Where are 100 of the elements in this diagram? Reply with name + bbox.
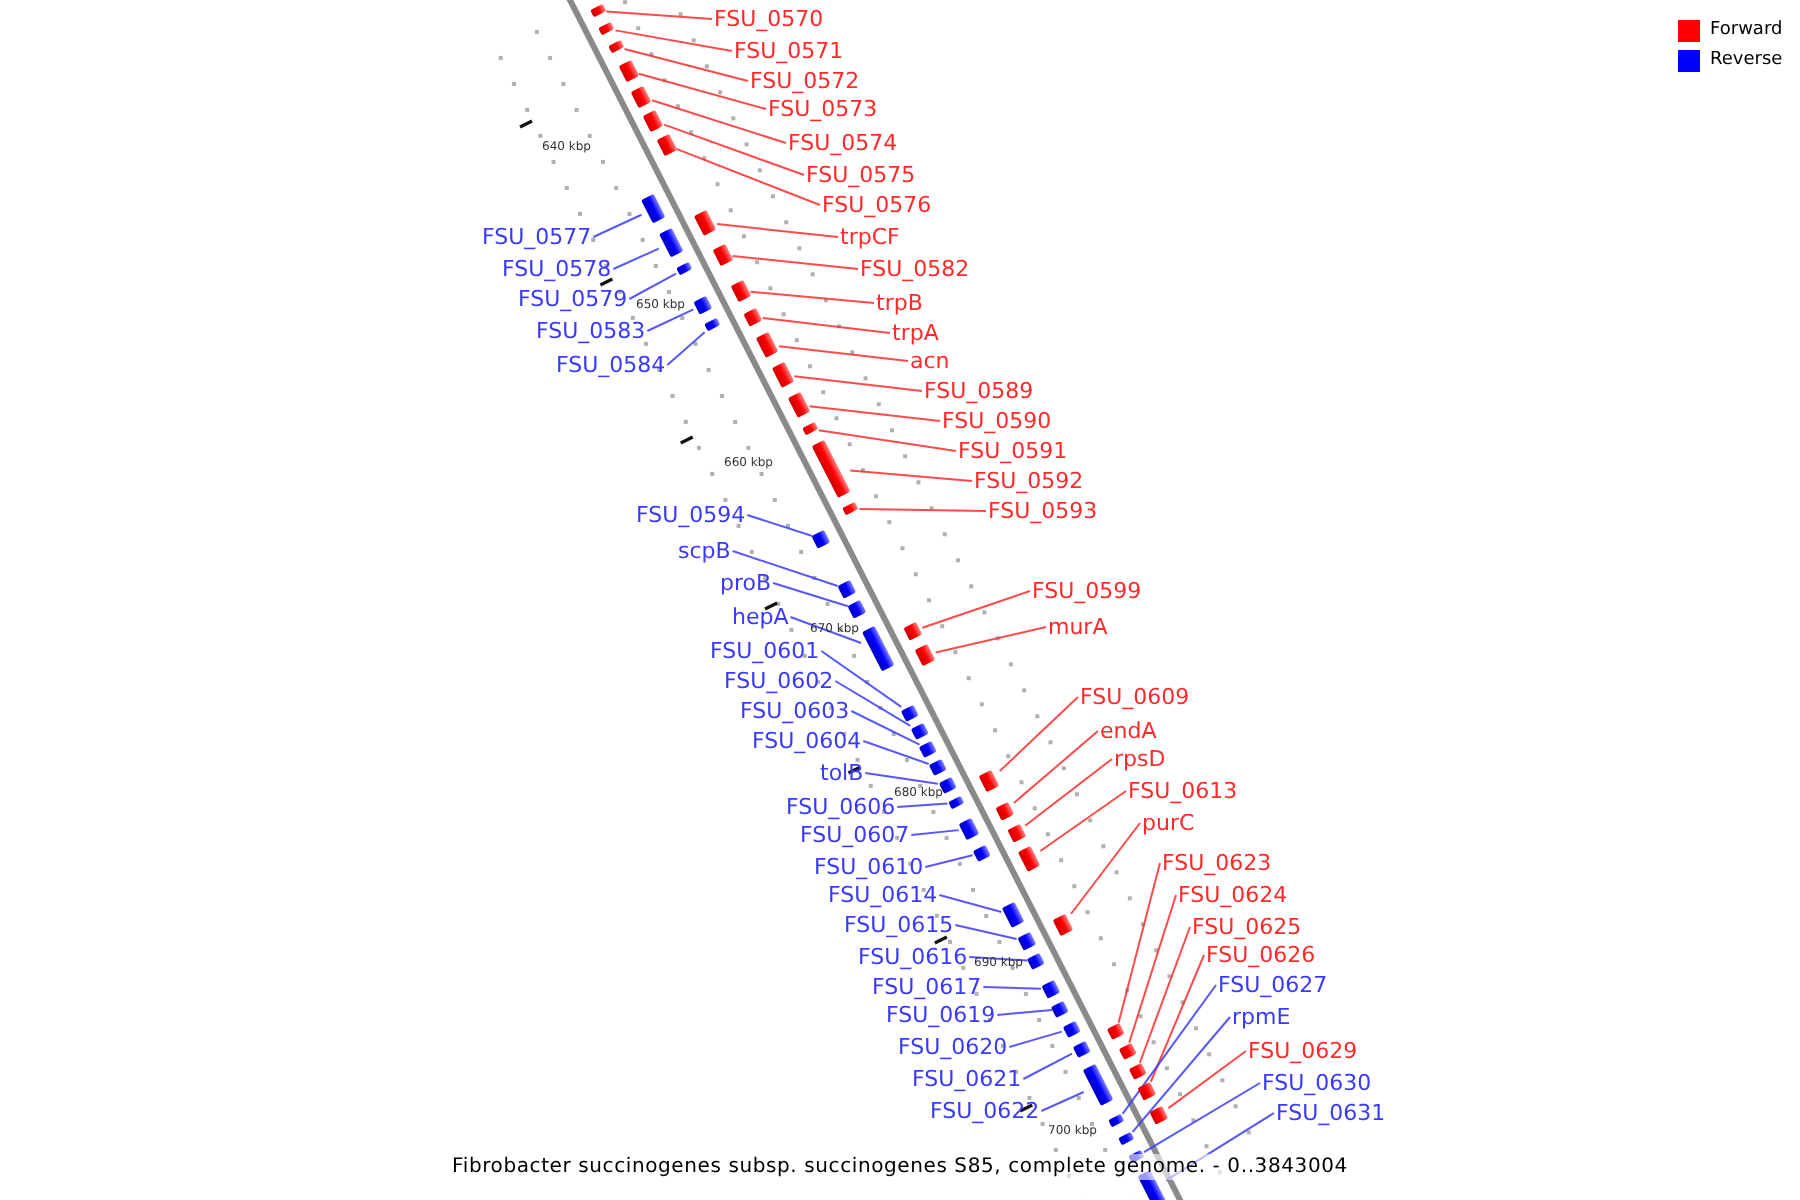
gene-label: FSU_0629 (1248, 1038, 1358, 1064)
gene-glyph (1017, 845, 1041, 873)
gene-glyph (704, 317, 722, 333)
leader-line (1128, 894, 1177, 1044)
gene-label: FSU_0617 (872, 974, 982, 1000)
gene-label: murA (1048, 614, 1108, 640)
gene-glyph (910, 722, 928, 740)
gene-label: FSU_0624 (1178, 882, 1288, 908)
gene-label: FSU_0616 (858, 944, 968, 970)
leader-line (817, 429, 957, 452)
leader-line (921, 590, 1031, 629)
gene-glyph (802, 421, 819, 437)
gene-glyph (711, 243, 733, 267)
leader-line (778, 345, 909, 362)
gene-glyph (1149, 1105, 1169, 1125)
gene-glyph (842, 501, 860, 517)
gene-glyph (915, 643, 936, 667)
gene-label: FSU_0625 (1192, 914, 1302, 940)
gene-label: trpB (876, 290, 923, 316)
leader-line (731, 254, 859, 270)
gene-label: FSU_0573 (768, 96, 878, 122)
gene-label: FSU_0622 (930, 1098, 1040, 1124)
leader-line (793, 375, 923, 392)
leader-line (1149, 954, 1205, 1083)
gene-glyph (676, 261, 693, 277)
gene-label: FSU_0627 (1218, 972, 1328, 998)
gene-label: FSU_0583 (536, 318, 646, 344)
leader-line (820, 650, 903, 708)
gene-label: FSU_0572 (750, 68, 860, 94)
gene-glyph (1001, 901, 1024, 929)
leader-line (646, 308, 695, 332)
leader-line (675, 147, 821, 206)
gene-label: FSU_0574 (788, 130, 898, 156)
gene-glyph (1137, 1081, 1157, 1101)
leader-line (1040, 1090, 1085, 1112)
gene-glyph (861, 625, 894, 673)
leader-line (605, 10, 713, 20)
gene-label: FSU_0623 (1162, 850, 1272, 876)
gene-glyph (811, 439, 851, 499)
leader-line (623, 48, 749, 82)
leader-line (850, 710, 921, 746)
gene-label: FSU_0606 (786, 794, 896, 820)
gene-label: FSU_0602 (724, 668, 834, 694)
gene-label: trpCF (840, 224, 900, 250)
leader-line (1117, 862, 1161, 1024)
gene-glyph (643, 109, 665, 133)
gene-label: FSU_0601 (710, 638, 820, 664)
leader-line (1138, 926, 1191, 1064)
gene-label: acn (910, 348, 950, 374)
leader-line (954, 924, 1018, 940)
gene-label: FSU_0603 (740, 698, 850, 724)
gene-label: FSU_0592 (974, 468, 1084, 494)
gene-label: FSU_0613 (1128, 778, 1238, 804)
gene-label: FSU_0607 (800, 822, 910, 848)
gene-label: FSU_0589 (924, 378, 1034, 404)
gene-glyph (608, 39, 625, 55)
gene-label: FSU_0584 (556, 352, 666, 378)
gene-glyph (812, 529, 831, 549)
gene-glyph (1118, 1131, 1135, 1147)
gene-label: FSU_0577 (482, 224, 592, 250)
gene-label: FSU_0599 (1032, 578, 1142, 604)
gene-label: FSU_0615 (844, 912, 954, 938)
gene-label: FSU_0621 (912, 1066, 1022, 1092)
gene-glyph (618, 59, 639, 83)
gene-label: FSU_0594 (636, 502, 746, 528)
gene-label: FSU_0576 (822, 192, 932, 218)
gene-label: rpsD (1114, 746, 1166, 772)
gene-glyph (1051, 1000, 1070, 1018)
leader-line (982, 986, 1043, 990)
gene-label: FSU_0631 (1276, 1100, 1386, 1126)
gene-label: FSU_0570 (714, 6, 824, 32)
gene-label: FSU_0590 (942, 408, 1052, 434)
gene-glyph (756, 331, 780, 359)
gene-label: FSU_0614 (828, 882, 938, 908)
gene-glyph (947, 795, 965, 811)
leader-line (1024, 758, 1113, 827)
leader-line (1131, 1016, 1231, 1133)
gene-glyph (1016, 931, 1036, 951)
gene-glyph (847, 599, 867, 619)
leader-line (849, 469, 973, 482)
leader-line (1012, 730, 1099, 804)
gene-label: FSU_0579 (518, 286, 628, 312)
gene-glyph (730, 279, 751, 303)
gene-glyph (1041, 979, 1060, 999)
leader-line (808, 405, 941, 422)
gene-glyph (771, 361, 795, 389)
gene-label: trpA (892, 320, 939, 346)
leader-line (663, 123, 805, 176)
gene-label: FSU_0626 (1206, 942, 1316, 968)
leader-line (651, 99, 787, 144)
gene-label: proB (720, 570, 772, 596)
leader-line (628, 272, 678, 300)
gene-glyph (589, 3, 607, 19)
gene-label: scpB (678, 538, 731, 564)
gene-label: FSU_0619 (886, 1002, 996, 1028)
gene-glyph (995, 801, 1014, 821)
leader-line (1121, 984, 1217, 1115)
gene-glyph (1027, 952, 1045, 970)
gene-label: FSU_0609 (1080, 684, 1190, 710)
leader-line (1022, 1052, 1074, 1080)
